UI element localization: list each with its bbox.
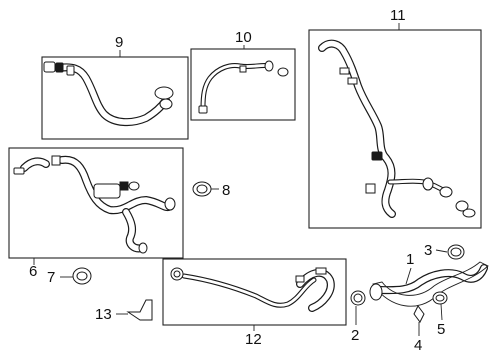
callout-8: 8 (222, 182, 230, 199)
part-2-clamp (350, 290, 366, 306)
callout-4: 4 (414, 337, 422, 354)
part-1-hose (369, 261, 489, 307)
part-8-clamp (192, 181, 212, 197)
group-11-heater-hose-assembly (308, 23, 482, 229)
callout-labels: 1 2 3 4 5 6 7 8 9 10 11 12 13 (29, 7, 445, 354)
callout-3: 3 (424, 242, 432, 259)
callout-6: 6 (29, 263, 37, 280)
group-10-bypass-hose (190, 45, 296, 121)
callout-5: 5 (437, 321, 445, 338)
group-9-upper-radiator-hose (41, 50, 189, 140)
callout-13: 13 (95, 306, 112, 323)
callout-1: 1 (406, 251, 414, 268)
leader-lines (60, 188, 448, 336)
part-3-clamp (447, 244, 465, 260)
callout-2: 2 (351, 327, 359, 344)
group-6-lower-radiator-hose (8, 147, 184, 265)
part-5-clamp (432, 291, 448, 305)
callout-7: 7 (47, 269, 55, 286)
callout-9: 9 (115, 34, 123, 51)
callout-11: 11 (390, 7, 406, 24)
part-7-clamp (72, 267, 92, 285)
group-12-coolant-pipe (162, 258, 347, 331)
callout-12: 12 (245, 331, 262, 348)
callout-10: 10 (235, 29, 252, 46)
part-4-bracket (413, 305, 425, 323)
part-13-bracket (126, 299, 153, 321)
